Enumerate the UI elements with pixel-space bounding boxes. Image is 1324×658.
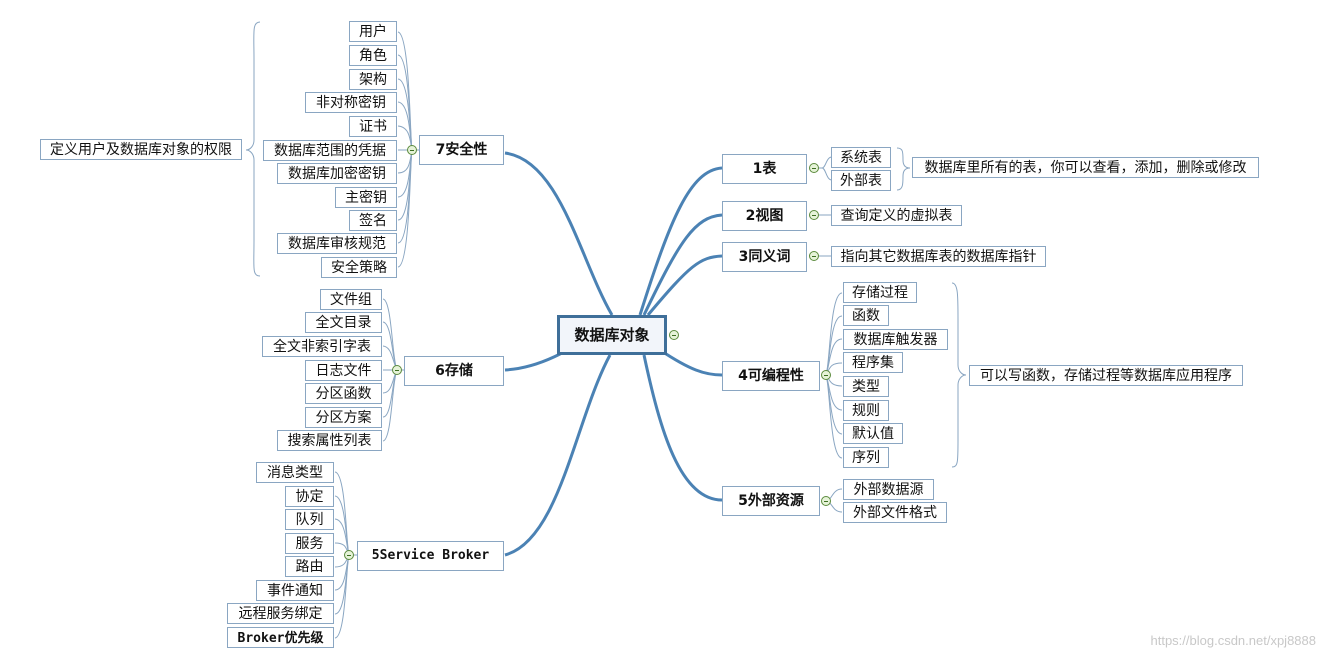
collapse-toggle-icon[interactable] (821, 370, 831, 380)
child-contracts[interactable]: 协定 (285, 486, 334, 507)
child-external-data-source[interactable]: 外部数据源 (843, 479, 934, 500)
child-services[interactable]: 服务 (285, 533, 334, 554)
child-partition-schemes[interactable]: 分区方案 (305, 407, 382, 428)
branch-security[interactable]: 7安全性 (419, 135, 504, 165)
child-security-policies[interactable]: 安全策略 (321, 257, 397, 278)
collapse-toggle-icon[interactable] (669, 330, 679, 340)
child-certificates[interactable]: 证书 (349, 116, 397, 137)
branch-synonyms[interactable]: 3同义词 (722, 242, 807, 272)
child-scoped-credentials[interactable]: 数据库范围的凭据 (263, 140, 397, 161)
connector-b8 (504, 354, 612, 557)
child-types[interactable]: 类型 (843, 376, 889, 397)
child-fulltext-catalogs[interactable]: 全文目录 (305, 312, 382, 333)
connector-b4 (659, 348, 723, 377)
collapse-toggle-icon[interactable] (407, 145, 417, 155)
child-users[interactable]: 用户 (349, 21, 397, 42)
watermark: https://blog.csdn.net/xpj8888 (1150, 633, 1316, 648)
child-signatures[interactable]: 签名 (349, 210, 397, 231)
child-sequences[interactable]: 序列 (843, 447, 889, 468)
child-queues[interactable]: 队列 (285, 509, 334, 530)
connector-b7 (504, 151, 614, 316)
connector-b5 (642, 354, 723, 502)
branch-external-resources[interactable]: 5外部资源 (722, 486, 820, 516)
collapse-toggle-icon[interactable] (809, 163, 819, 173)
child-schemas[interactable]: 架构 (349, 69, 397, 90)
child-search-property-lists[interactable]: 搜索属性列表 (277, 430, 382, 451)
child-external-file-format[interactable]: 外部文件格式 (843, 502, 947, 523)
note-programmability: 可以写函数，存储过程等数据库应用程序 (969, 365, 1243, 386)
note-security: 定义用户及数据库对象的权限 (40, 139, 242, 160)
branch-service-broker[interactable]: 5Service Broker (357, 541, 504, 571)
child-broker-priorities[interactable]: Broker优先级 (227, 627, 334, 648)
branch-storage[interactable]: 6存储 (404, 356, 504, 386)
brace-tables (896, 147, 911, 191)
note-views: 查询定义的虚拟表 (831, 205, 962, 226)
child-fulltext-stoplists[interactable]: 全文非索引字表 (262, 336, 382, 357)
child-system-tables[interactable]: 系统表 (831, 147, 891, 168)
child-functions[interactable]: 函数 (843, 305, 889, 326)
brace-security (245, 21, 261, 277)
collapse-toggle-icon[interactable] (809, 210, 819, 220)
connector-b2 (642, 213, 723, 316)
child-external-tables[interactable]: 外部表 (831, 170, 891, 191)
collapse-toggle-icon[interactable] (809, 251, 819, 261)
child-asymmetric-keys[interactable]: 非对称密钥 (305, 92, 397, 113)
branch-views[interactable]: 2视图 (722, 201, 807, 231)
collapse-toggle-icon[interactable] (821, 496, 831, 506)
child-partition-functions[interactable]: 分区函数 (305, 383, 382, 404)
child-stored-procedures[interactable]: 存储过程 (843, 282, 917, 303)
note-synonyms: 指向其它数据库表的数据库指针 (831, 246, 1046, 267)
child-audit-specification[interactable]: 数据库审核规范 (277, 233, 397, 254)
child-assemblies[interactable]: 程序集 (843, 352, 903, 373)
brace-programmability (951, 282, 967, 468)
child-event-notifications[interactable]: 事件通知 (256, 580, 334, 601)
child-filegroups[interactable]: 文件组 (320, 289, 382, 310)
connector-b1 (638, 166, 723, 316)
child-message-types[interactable]: 消息类型 (256, 462, 334, 483)
collapse-toggle-icon[interactable] (344, 550, 354, 560)
child-rules[interactable]: 规则 (843, 400, 889, 421)
branch-programmability[interactable]: 4可编程性 (722, 361, 820, 391)
connector-b3 (646, 254, 723, 316)
collapse-toggle-icon[interactable] (392, 365, 402, 375)
center-node[interactable]: 数据库对象 (557, 315, 667, 355)
child-defaults[interactable]: 默认值 (843, 423, 903, 444)
child-remote-service-bindings[interactable]: 远程服务绑定 (227, 603, 334, 624)
child-roles[interactable]: 角色 (349, 45, 397, 66)
branch-tables[interactable]: 1表 (722, 154, 807, 184)
note-tables: 数据库里所有的表，你可以查看，添加，删除或修改 (912, 157, 1259, 178)
child-log-files[interactable]: 日志文件 (305, 360, 382, 381)
child-triggers[interactable]: 数据库触发器 (843, 329, 948, 350)
child-master-key[interactable]: 主密钥 (335, 187, 397, 208)
child-routes[interactable]: 路由 (285, 556, 334, 577)
child-encryption-key[interactable]: 数据库加密密钥 (277, 163, 397, 184)
